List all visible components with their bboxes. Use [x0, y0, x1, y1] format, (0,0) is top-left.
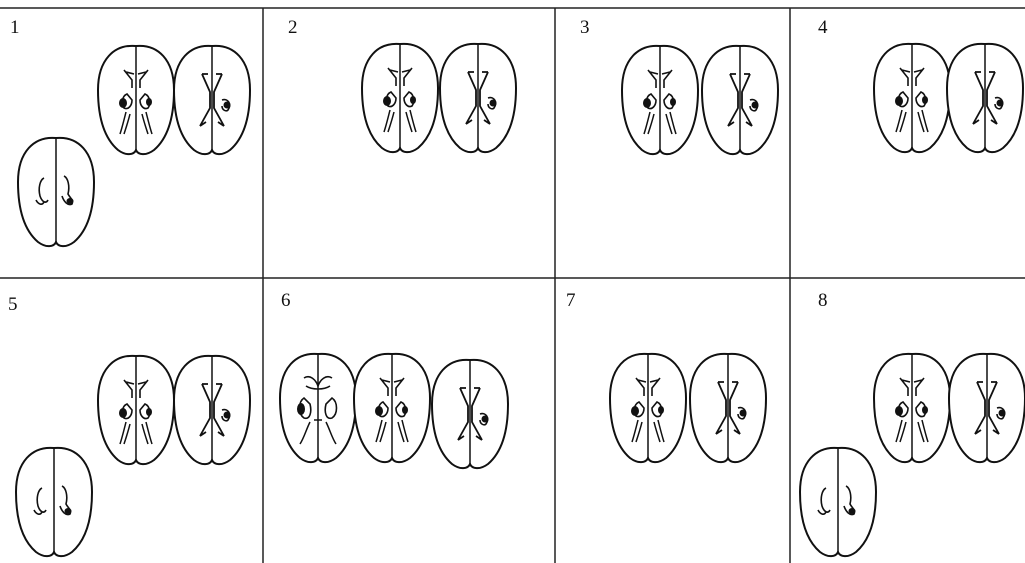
brain-slice-2-b	[362, 44, 438, 152]
brain-slice-7-c	[690, 354, 766, 462]
brain-slice-5-a	[16, 448, 92, 556]
panel-label-8: 8	[818, 290, 828, 311]
panel-1-slices	[18, 46, 250, 246]
panel-label-5: 5	[8, 294, 18, 315]
brain-slice-6-c	[432, 360, 508, 468]
panel-label-1: 1	[10, 17, 20, 38]
panel-8-slices	[800, 354, 1025, 556]
panel-5-slices	[16, 356, 250, 556]
brain-slice-1-b	[98, 46, 174, 154]
panel-label-2: 2	[288, 17, 298, 38]
panel-2-slices	[362, 44, 516, 152]
brain-slice-2-c	[440, 44, 516, 152]
panel-3-slices	[622, 46, 778, 154]
brain-slice-6-d	[280, 354, 356, 462]
panel-6-slices	[280, 354, 508, 468]
panel-label-3: 3	[580, 17, 590, 38]
brain-slice-6-b	[354, 354, 430, 462]
panel-7-slices	[610, 354, 766, 462]
brain-slice-7-b	[610, 354, 686, 462]
brain-slice-8-c	[949, 354, 1025, 462]
brain-slice-8-b	[874, 354, 950, 462]
brain-slice-3-c	[702, 46, 778, 154]
panel-label-6: 6	[281, 290, 291, 311]
panel-label-7: 7	[566, 290, 576, 311]
brain-slice-1-c	[174, 46, 250, 154]
panel-label-4: 4	[818, 17, 828, 38]
brain-slice-5-c	[174, 356, 250, 464]
brain-slice-5-b	[98, 356, 174, 464]
brain-slice-3-b	[622, 46, 698, 154]
panel-4-slices	[874, 44, 1023, 152]
brain-slice-4-b	[874, 44, 950, 152]
brain-slice-1-a	[18, 138, 94, 246]
brain-slice-4-c	[947, 44, 1023, 152]
brain-slice-8-a	[800, 448, 876, 556]
brain-slices	[16, 44, 1025, 556]
